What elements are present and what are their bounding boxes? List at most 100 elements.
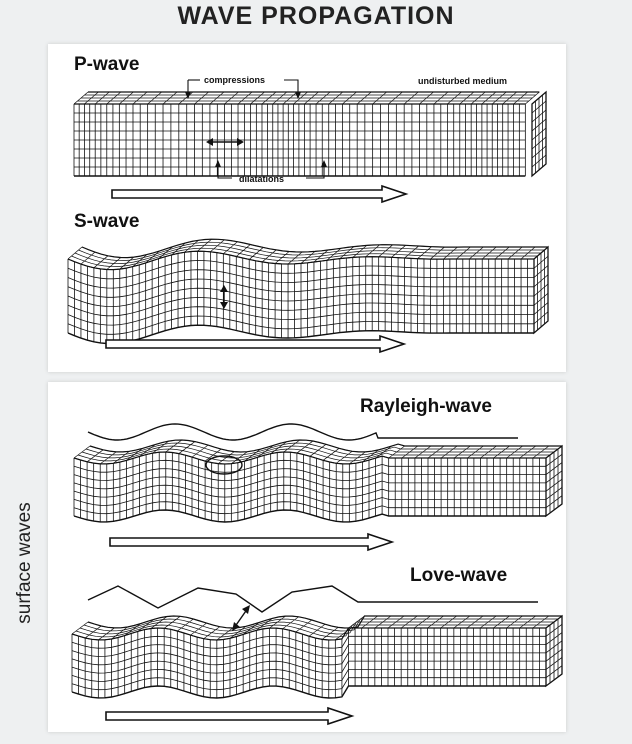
- top-face-line: [270, 441, 287, 454]
- top-face-line: [106, 91, 121, 105]
- top-face-line: [287, 251, 303, 265]
- top-face-line: [190, 622, 207, 636]
- rayleigh-wave-label: Rayleigh-wave: [360, 396, 492, 417]
- surface-waves-label-box: surface waves: [10, 488, 40, 638]
- top-face-line: [519, 445, 536, 459]
- top-face-line: [356, 91, 372, 105]
- particle-motion-arrow: [242, 605, 250, 614]
- rayleigh-wave-block: [73, 423, 563, 523]
- end-face-line: [545, 453, 563, 467]
- top-face-line: [100, 451, 117, 465]
- top-face-line: [456, 246, 471, 260]
- p-wave-propagation-arrow: [111, 184, 409, 204]
- dilatation-marker: [217, 162, 232, 179]
- top-face-line: [84, 625, 102, 639]
- top-face-line: [77, 448, 550, 462]
- end-face-line: [533, 274, 549, 288]
- top-face-line: [137, 619, 155, 632]
- top-face-line: [400, 615, 418, 629]
- top-face-line: [419, 91, 434, 105]
- end-face-line: [545, 623, 563, 637]
- particle-motion-arrow: [220, 285, 228, 292]
- top-face-line: [194, 91, 209, 105]
- top-face-line: [469, 246, 484, 260]
- propagation-arrow: [105, 706, 355, 726]
- top-face-line: [84, 91, 99, 105]
- top-face-line: [493, 615, 510, 629]
- love-wave-block: [71, 585, 563, 699]
- dilatation-marker: [215, 160, 221, 167]
- end-face: [545, 614, 563, 688]
- compressions-label: compressions: [204, 75, 265, 85]
- top-face-line: [124, 623, 141, 636]
- top-face-line: [453, 615, 471, 629]
- p-wave-block: [73, 90, 547, 178]
- end-face-outline: [545, 444, 563, 518]
- top-face-line: [519, 615, 536, 629]
- top-face-line: [388, 445, 405, 459]
- top-face-line: [93, 255, 109, 269]
- top-face-line: [339, 246, 355, 259]
- love-wave-propagation-arrow: [105, 706, 355, 726]
- particle-motion-arrow: [206, 138, 213, 146]
- top-face-line: [94, 91, 110, 105]
- top-face-line: [404, 245, 419, 259]
- top-face-line: [401, 445, 418, 459]
- propagation-arrow: [111, 184, 409, 204]
- top-face-line: [467, 445, 484, 459]
- top-face-line: [304, 91, 319, 105]
- top-face-line: [75, 624, 550, 638]
- block-top-edge: [73, 451, 546, 465]
- top-face-line: [481, 91, 497, 105]
- top-face-line: [470, 91, 486, 105]
- top-face-line: [119, 256, 135, 270]
- top-face-line: [308, 623, 326, 637]
- block-back-edge: [89, 439, 562, 453]
- particle-motion-arrow: [220, 302, 228, 309]
- end-face-line: [545, 640, 563, 654]
- top-face-line: [163, 616, 181, 629]
- end-face: [531, 90, 547, 178]
- block-top-edge: [67, 250, 534, 271]
- top-face-line: [150, 616, 168, 629]
- grid-lines: [71, 627, 547, 699]
- top-face-line: [427, 445, 445, 459]
- top-face-line: [145, 250, 160, 264]
- top-face-line: [349, 451, 366, 465]
- top-face-line: [177, 618, 194, 632]
- s-wave-propagation-arrow: [105, 334, 407, 354]
- top-face-line: [414, 445, 432, 459]
- top-face-line: [480, 445, 497, 459]
- free-surface-line: [87, 423, 518, 441]
- rayleigh-wave-propagation-arrow: [109, 532, 395, 552]
- end-face-line: [545, 665, 563, 679]
- top-face-line: [520, 246, 536, 260]
- compression-marker: [295, 92, 301, 99]
- top-face-line: [73, 445, 91, 459]
- body-waves-svg: P-wave compressions undisturbed medium d…: [67, 54, 549, 354]
- top-face-line: [184, 240, 199, 253]
- top-face-line: [223, 241, 238, 254]
- top-face-line: [506, 615, 523, 629]
- top-face-line: [191, 444, 209, 458]
- surface-waves-panel: Rayleigh-wave Love-wave: [48, 382, 566, 732]
- end-face-line: [531, 127, 547, 141]
- top-face-line: [269, 615, 286, 629]
- top-face-line: [98, 627, 115, 641]
- top-face-line: [414, 615, 431, 629]
- top-face-line: [126, 448, 143, 461]
- top-face-line: [525, 91, 540, 105]
- top-face: [73, 91, 540, 105]
- top-face-line: [315, 91, 331, 105]
- block-bottom-edge: [71, 685, 546, 699]
- top-face-line: [210, 239, 225, 253]
- top-face-line: [178, 91, 194, 105]
- top-face-line: [532, 615, 550, 629]
- top-face-line: [321, 627, 339, 640]
- top-face-line: [162, 91, 178, 105]
- top-face-line: [440, 445, 458, 459]
- top-face-line: [197, 238, 212, 252]
- top-face-line: [293, 91, 308, 105]
- top-face-line: [440, 615, 457, 629]
- top-face-line: [71, 621, 89, 635]
